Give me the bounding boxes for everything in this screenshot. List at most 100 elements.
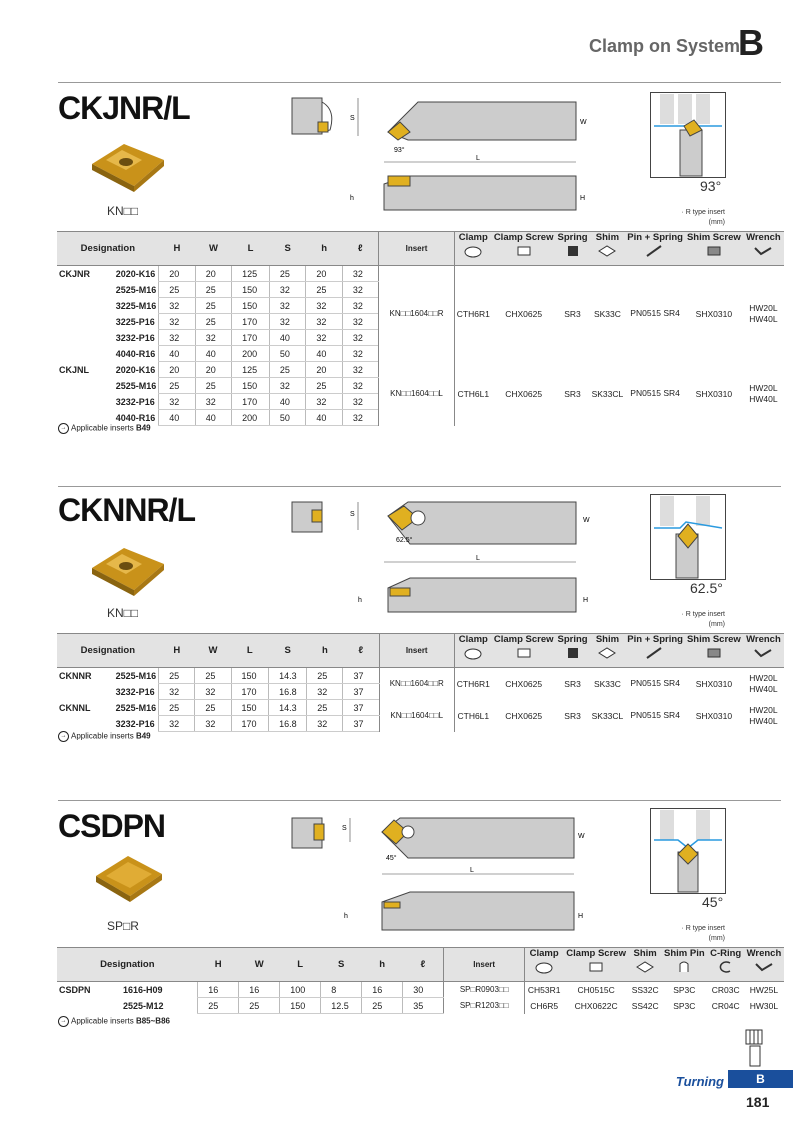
angle-label: 45° <box>702 894 724 910</box>
col-header: Shim Screw <box>686 634 741 645</box>
svg-text:L: L <box>476 555 480 562</box>
dim-value: 32 <box>158 715 195 732</box>
dim-value: 25 <box>361 997 403 1014</box>
dim-value: 32 <box>341 393 379 410</box>
page-header-letter: B <box>738 22 764 63</box>
col-header: Wrench <box>746 232 781 243</box>
dim-value: 32 <box>305 329 343 346</box>
footer-section-tab[interactable]: B <box>728 1070 793 1088</box>
dim-value: 170 <box>230 715 269 732</box>
part-code: PN0515 SR4 <box>630 308 680 319</box>
arrow-icon: → <box>58 1016 69 1027</box>
insert-code: SP□R1203□□ <box>443 997 526 1014</box>
clamp-icon <box>535 962 553 974</box>
insert-code-label: KN□□ <box>107 606 139 620</box>
dim-value: 150 <box>231 377 270 394</box>
part-code: SK33CL <box>591 710 624 721</box>
dim-value: 20 <box>194 265 232 282</box>
dim-value: 16.8 <box>268 683 307 700</box>
section-title: CKJNR/L <box>58 90 191 126</box>
dim-value: 32 <box>305 297 343 314</box>
col-header: ℓ <box>402 947 444 982</box>
insert-image <box>96 856 162 902</box>
angle-label: 62.5° <box>690 580 723 596</box>
wrench-icon <box>755 963 773 972</box>
part-code: SK33C <box>593 308 621 319</box>
footer-category: Turning <box>675 1074 724 1089</box>
part-code: CHX0625 <box>505 388 543 399</box>
dim-value: 32 <box>194 683 232 700</box>
pin-spring-icon <box>646 245 662 257</box>
dim-value: 25 <box>194 281 232 298</box>
applicable-inserts-ref[interactable]: →Applicable inserts B85~B86 <box>58 1016 170 1027</box>
dim-value: 20 <box>305 361 343 378</box>
dim-label-s: S <box>350 115 355 122</box>
spec-table-ckjnr: Designation H W L S h ℓ Insert Clamp Cla… <box>57 231 784 426</box>
insert-code: SP□R0903□□ <box>443 981 526 998</box>
clamp-screw-icon <box>517 648 531 658</box>
wrench-icon <box>754 247 772 256</box>
applicable-inserts-ref[interactable]: →Applicable inserts B49 <box>58 731 151 742</box>
col-header: h <box>306 633 343 668</box>
spec-table-csdpn: Designation H W L S h ℓ Insert Clamp Cla… <box>57 947 784 1014</box>
dim-value: 40 <box>158 345 196 362</box>
dim-label-w: W <box>580 119 587 126</box>
dim-value: 32 <box>194 715 232 732</box>
dim-value: 37 <box>342 667 380 684</box>
dim-value: 32 <box>341 281 379 298</box>
dim-value: 25 <box>305 377 343 394</box>
dim-value: 150 <box>231 281 270 298</box>
dim-value: 25 <box>194 667 232 684</box>
unit-note: · R type insert(mm) <box>681 611 725 628</box>
designation-code: 2525-M16 <box>115 670 157 681</box>
dim-value: 32 <box>158 683 195 700</box>
col-header: Insert <box>378 231 455 266</box>
shim-icon <box>598 647 617 659</box>
col-header: h <box>305 231 343 266</box>
dim-value: 14.3 <box>268 667 307 684</box>
part-code: CHX0625 <box>505 308 543 319</box>
col-header: Clamp Screw <box>566 948 626 959</box>
col-header: Wrench <box>746 634 781 645</box>
col-header: L <box>279 947 321 982</box>
dim-value: 25 <box>306 699 343 716</box>
dim-value: 25 <box>268 265 306 282</box>
svg-text:L: L <box>470 867 474 874</box>
dim-value: 40 <box>194 409 232 426</box>
clamp-screw-icon <box>589 962 603 972</box>
svg-text:W: W <box>583 517 590 524</box>
holder-end-view <box>291 817 325 849</box>
designation-code: 3232-P16 <box>115 718 155 729</box>
dim-value: 32 <box>268 297 306 314</box>
dim-value: 40 <box>194 345 232 362</box>
dim-value: 40 <box>268 329 306 346</box>
dim-value: 50 <box>268 345 306 362</box>
pin-spring-icon <box>646 647 662 659</box>
unit-note: · R type insert(mm) <box>681 209 725 226</box>
dim-value: 25 <box>194 377 232 394</box>
insert-image <box>92 548 164 596</box>
dim-value: 32 <box>341 361 379 378</box>
applicable-inserts-ref[interactable]: →Applicable inserts B49 <box>58 423 151 434</box>
col-header: Designation <box>57 947 198 982</box>
spec-table-cknnr: Designation H W L S h ℓ Insert Clamp Cla… <box>57 633 784 732</box>
dim-value: 32 <box>158 393 196 410</box>
dim-value: 32 <box>194 329 232 346</box>
part-code: SS32C <box>631 984 659 995</box>
part-code: CTH6R1 <box>456 308 490 319</box>
cutting-angle-diagram <box>650 92 726 178</box>
part-code: SS42C <box>631 1000 659 1011</box>
spring-icon <box>567 246 578 256</box>
dim-value: 32 <box>306 715 343 732</box>
part-code: CR04C <box>711 1000 740 1011</box>
part-code: SK33C <box>593 678 621 689</box>
dim-value: 20 <box>158 361 196 378</box>
svg-text:h: h <box>358 597 362 604</box>
dim-value: 35 <box>402 997 444 1014</box>
col-header: L <box>231 231 270 266</box>
